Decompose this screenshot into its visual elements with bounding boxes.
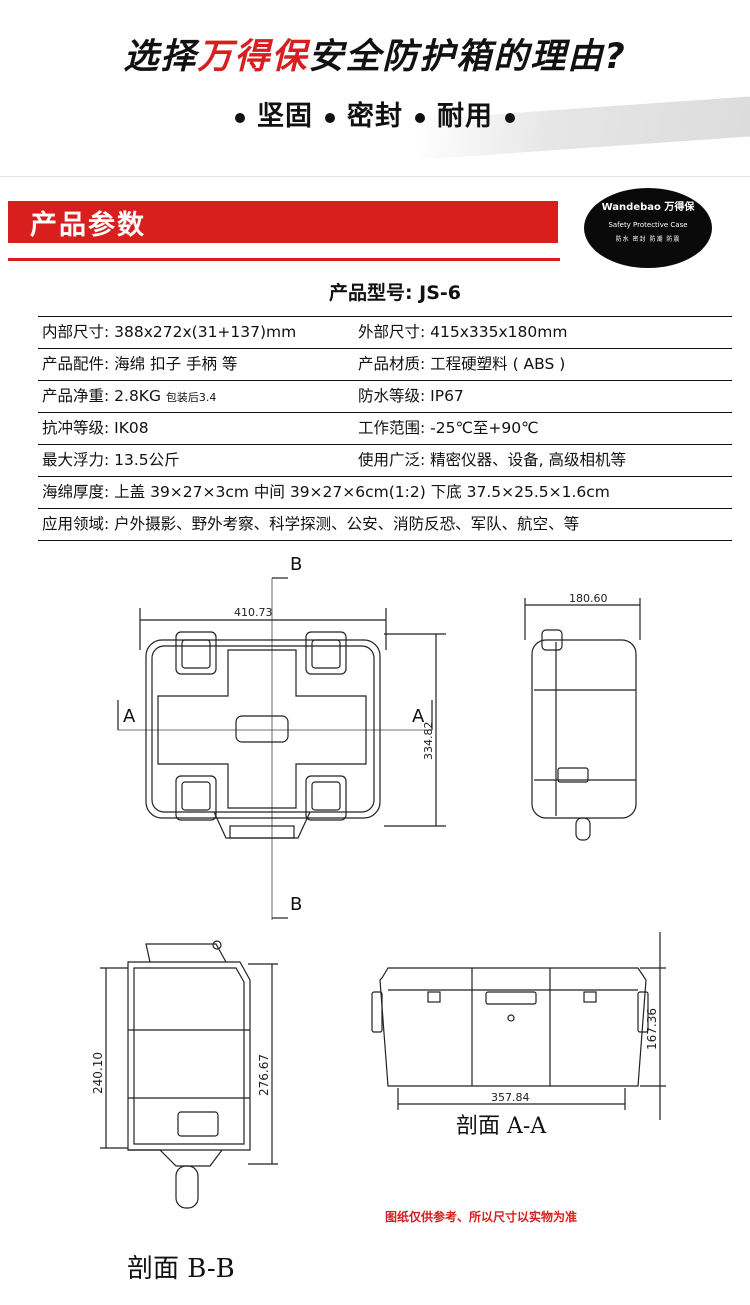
side-view: 180.60 [524, 592, 641, 841]
dim-bb-outer: 276.67 [257, 1054, 271, 1096]
disclaimer-note: 图纸仅供参考、所以尺寸以实物为准 [385, 1210, 578, 1224]
spec-cell: 产品材质: 工程硬塑料 ( ABS ) [358, 355, 566, 373]
dim-bb-inner: 240.10 [91, 1052, 105, 1094]
section-title: 产品参数 [30, 210, 146, 241]
label-a-right: A [412, 706, 425, 727]
spec-cell: 海绵厚度: 上盖 39×27×3cm 中间 39×27×6cm(1:2) 下底 … [42, 483, 610, 501]
dim-height: 334.82 [422, 722, 435, 761]
spec-table: 内部尺寸: 388x272x(31+137)mm 外部尺寸: 415x335x1… [38, 316, 732, 541]
feature-list: 坚固 密封 耐用 [0, 94, 750, 133]
section-banner [8, 201, 558, 243]
label-b-bottom: B [290, 894, 302, 915]
spec-cell: 防水等级: IP67 [358, 387, 464, 405]
bullet-icon [325, 112, 335, 123]
spec-row: 应用领域: 户外摄影、野外考察、科学探测、公安、消防反恐、军队、航空、等 [38, 509, 732, 541]
spec-cell: 应用领域: 户外摄影、野外考察、科学探测、公安、消防反恐、军队、航空、等 [42, 515, 580, 533]
logo-tags: 防水 密封 防潮 防震 [615, 236, 681, 243]
spec-row: 抗冲等级: IK08 工作范围: -25℃至+90℃ [38, 413, 732, 445]
section-aa-view: 167.36 357.84 [371, 932, 666, 1120]
spec-cell: 使用广泛: 精密仪器、设备, 高级相机等 [358, 451, 627, 469]
feature-item: 坚固 [257, 101, 313, 132]
dim-width: 410.73 [234, 606, 273, 619]
spec-note: 包装后3.4 [165, 391, 217, 404]
logo-subtitle: Safety Protective Case [608, 221, 688, 229]
dim-aa-width: 357.84 [491, 1091, 530, 1104]
label-b-top: B [290, 554, 302, 575]
spec-cell: 产品配件: 海绵 扣子 手柄 等 [42, 355, 238, 373]
spec-row: 内部尺寸: 388x272x(31+137)mm 外部尺寸: 415x335x1… [38, 317, 732, 349]
divider [0, 176, 750, 177]
bullet-icon [415, 112, 425, 123]
page-title: 选择万得保安全防护箱的理由? [0, 28, 750, 79]
title-prefix: 选择 [123, 37, 198, 77]
spec-cell: 最大浮力: 13.5公斤 [42, 451, 180, 469]
label-a-left: A [123, 706, 136, 727]
section-aa-label: 剖面 A-A [456, 1114, 547, 1139]
feature-item: 密封 [347, 101, 403, 132]
logo-name: Wandebao 万得保 [601, 202, 695, 213]
top-view: B B A A 410.73 334.82 [117, 554, 446, 920]
spec-cell: 内部尺寸: 388x272x(31+137)mm [42, 323, 297, 341]
model-number: 产品型号: JS-6 [328, 282, 462, 304]
spec-row: 海绵厚度: 上盖 39×27×3cm 中间 39×27×6cm(1:2) 下底 … [38, 477, 732, 509]
bullet-icon [505, 112, 515, 123]
spec-value: 产品净重: 2.8KG [42, 387, 161, 405]
section-bb-view: 240.10 276.67 [91, 940, 278, 1209]
title-brand: 万得保 [197, 37, 309, 77]
feature-item: 耐用 [437, 101, 493, 132]
dim-side: 180.60 [569, 592, 608, 605]
section-underline [8, 258, 560, 261]
spec-row: 产品配件: 海绵 扣子 手柄 等 产品材质: 工程硬塑料 ( ABS ) [38, 349, 732, 381]
spec-cell: 抗冲等级: IK08 [42, 419, 149, 437]
section-bb-label: 剖面 B-B [127, 1254, 235, 1284]
spec-cell: 外部尺寸: 415x335x180mm [358, 323, 568, 341]
spec-row: 最大浮力: 13.5公斤 使用广泛: 精密仪器、设备, 高级相机等 [38, 445, 732, 477]
spec-cell: 工作范围: -25℃至+90℃ [358, 419, 539, 437]
spec-cell: 产品净重: 2.8KG 包装后3.4 [42, 381, 216, 413]
spec-row: 产品净重: 2.8KG 包装后3.4 防水等级: IP67 [38, 381, 732, 413]
dim-aa-height: 167.36 [645, 1008, 659, 1050]
title-suffix: 安全防护箱的理由? [308, 37, 627, 77]
bullet-icon [235, 112, 245, 123]
brand-logo: Wandebao 万得保 Safety Protective Case 防水 密… [584, 188, 712, 268]
